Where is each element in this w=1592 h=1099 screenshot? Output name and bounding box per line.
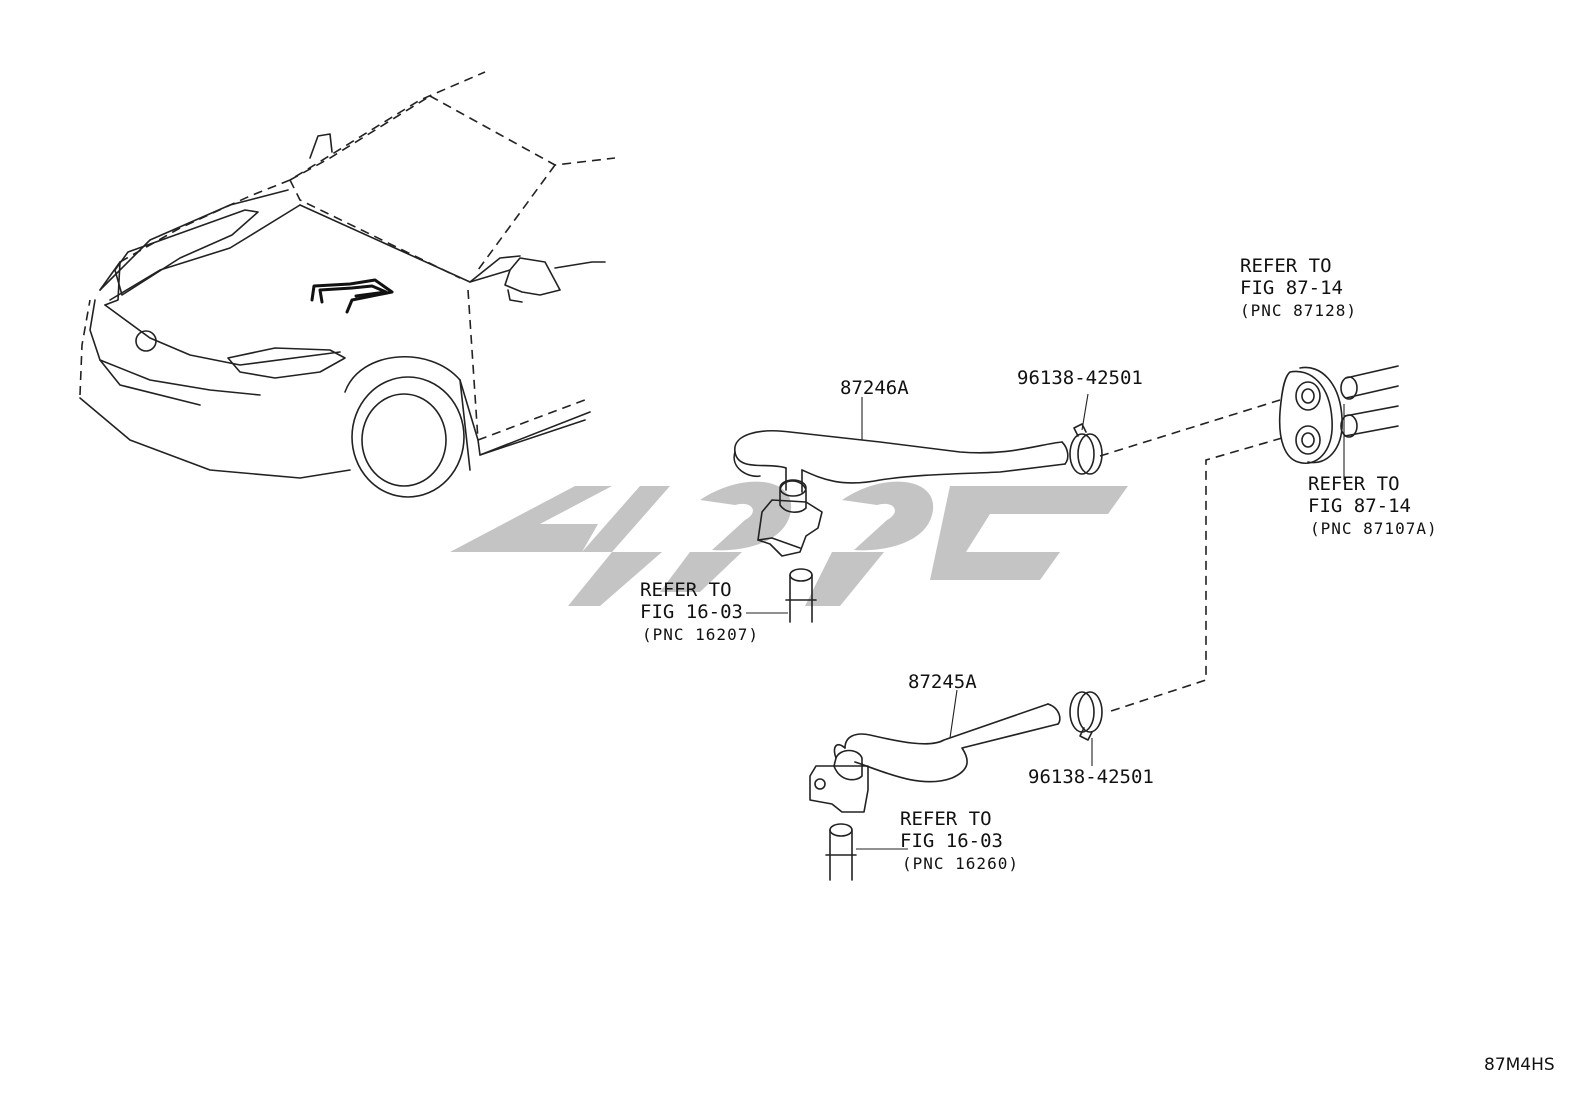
upper-hose-clamp xyxy=(1069,393,1281,475)
grommet xyxy=(1107,365,1399,713)
ref-lower-nipple-label: REFER TO FIG 16-03 (PNC 16260) xyxy=(900,808,1019,873)
svg-text:(PNC 87107A): (PNC 87107A) xyxy=(1310,519,1438,538)
svg-text:FIG 87-14: FIG 87-14 xyxy=(1308,495,1411,517)
part-number-87245a: 87245A xyxy=(908,671,977,693)
svg-text:(PNC 16260): (PNC 16260) xyxy=(902,854,1019,873)
svg-text:REFER TO: REFER TO xyxy=(640,579,732,601)
part-number-87246a: 87246A xyxy=(840,377,909,399)
ref-grommet-label: REFER TO FIG 87-14 (PNC 87128) xyxy=(1240,255,1357,320)
svg-text:FIG 87-14: FIG 87-14 xyxy=(1240,277,1343,299)
svg-text:FIG 16-03: FIG 16-03 xyxy=(900,830,1003,852)
svg-text:REFER TO: REFER TO xyxy=(1240,255,1332,277)
figure-code: 87M4HS xyxy=(1484,1055,1555,1075)
svg-text:REFER TO: REFER TO xyxy=(1308,473,1400,495)
hose-87245a xyxy=(844,689,1061,783)
lower-nozzle-nipple xyxy=(825,823,908,881)
svg-text:REFER TO: REFER TO xyxy=(900,808,992,830)
upper-washer-nozzle xyxy=(757,467,823,557)
upper-nozzle-nipple xyxy=(746,568,817,623)
hose-87246a xyxy=(733,397,1069,484)
svg-text:(PNC 87128): (PNC 87128) xyxy=(1240,301,1357,320)
lower-hose-clamp xyxy=(1069,691,1103,766)
ref-pipes-label: REFER TO FIG 87-14 (PNC 87107A) xyxy=(1308,473,1438,538)
watermark-logo xyxy=(450,481,1128,606)
svg-text:FIG 16-03: FIG 16-03 xyxy=(640,601,743,623)
ref-upper-nipple-label: REFER TO FIG 16-03 (PNC 16207) xyxy=(640,579,759,644)
lower-washer-nozzle xyxy=(809,743,869,813)
part-number-clamp-lower: 96138-42501 xyxy=(1028,766,1154,788)
part-number-clamp-upper: 96138-42501 xyxy=(1017,367,1143,389)
car-outline xyxy=(79,71,616,498)
svg-text:(PNC 16207): (PNC 16207) xyxy=(642,625,759,644)
